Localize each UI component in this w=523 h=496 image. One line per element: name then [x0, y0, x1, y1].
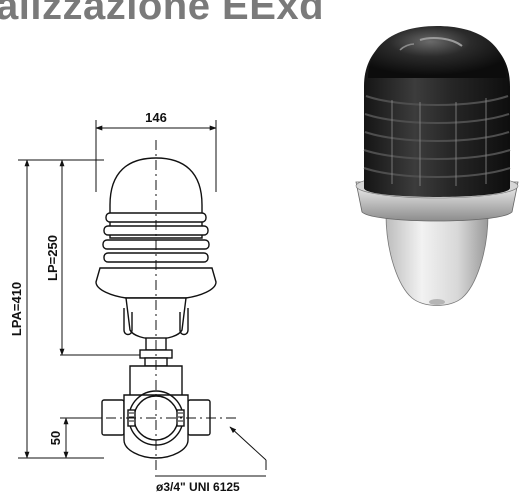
beacon-lamp-photo	[355, 26, 519, 306]
lpa-label: LPA=410	[9, 282, 24, 336]
thread-spec-label: ø3/4" UNI 6125	[156, 480, 240, 494]
lp-label: LP=250	[45, 235, 60, 281]
page-title: alizzazione EExd	[0, 0, 325, 28]
base-dimension	[60, 417, 100, 459]
lp-dimension	[59, 159, 144, 356]
thread-leader	[155, 426, 267, 477]
centerlines	[86, 140, 236, 470]
lpa-dimension	[18, 159, 104, 459]
width-dimension	[95, 120, 217, 192]
width-label: 146	[145, 110, 167, 125]
base-label: 50	[48, 431, 63, 445]
